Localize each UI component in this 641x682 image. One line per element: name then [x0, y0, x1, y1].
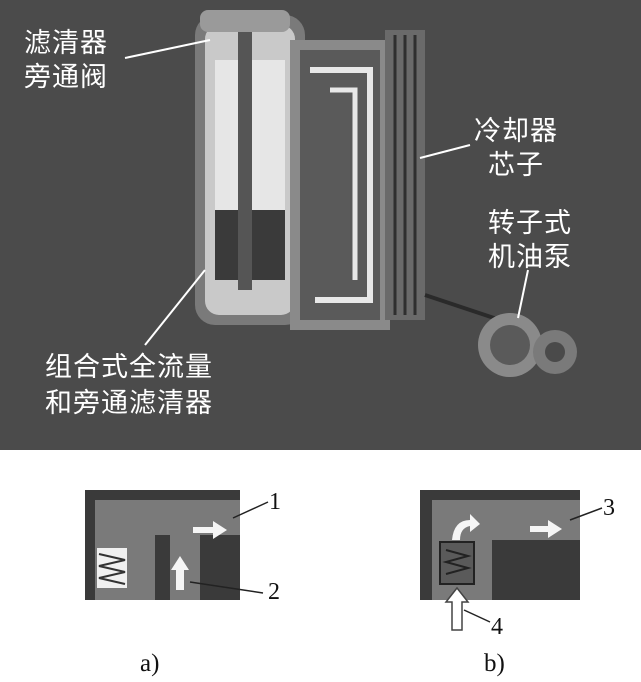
callout-1: 1	[269, 489, 281, 516]
callout-4: 4	[491, 614, 503, 641]
caption-b: b)	[484, 650, 505, 678]
callout-3: 3	[603, 495, 615, 522]
cooler-core-label-line1: 冷却器	[474, 116, 558, 148]
combined-filter-label-line1: 组合式全流量	[45, 352, 213, 384]
bypass-valve-label-line1: 滤清器	[24, 28, 108, 60]
cutaway-illustration: 滤清器 旁通阀 冷却器 芯子 转子式 机油泵 组合式全流量 和旁通滤清器	[0, 0, 641, 450]
caption-a: a)	[140, 650, 159, 678]
rotor-pump-label-line1: 转子式	[488, 208, 572, 240]
cooler-core-label-line2: 芯子	[488, 150, 544, 182]
rotor-pump-label-line2: 机油泵	[488, 242, 572, 274]
diagram-b	[420, 490, 630, 640]
bypass-valve-label-line2: 旁通阀	[24, 62, 108, 94]
valve-open-icon	[440, 542, 474, 584]
callout-2: 2	[268, 579, 280, 606]
combined-filter-label-line2: 和旁通滤清器	[45, 388, 213, 420]
